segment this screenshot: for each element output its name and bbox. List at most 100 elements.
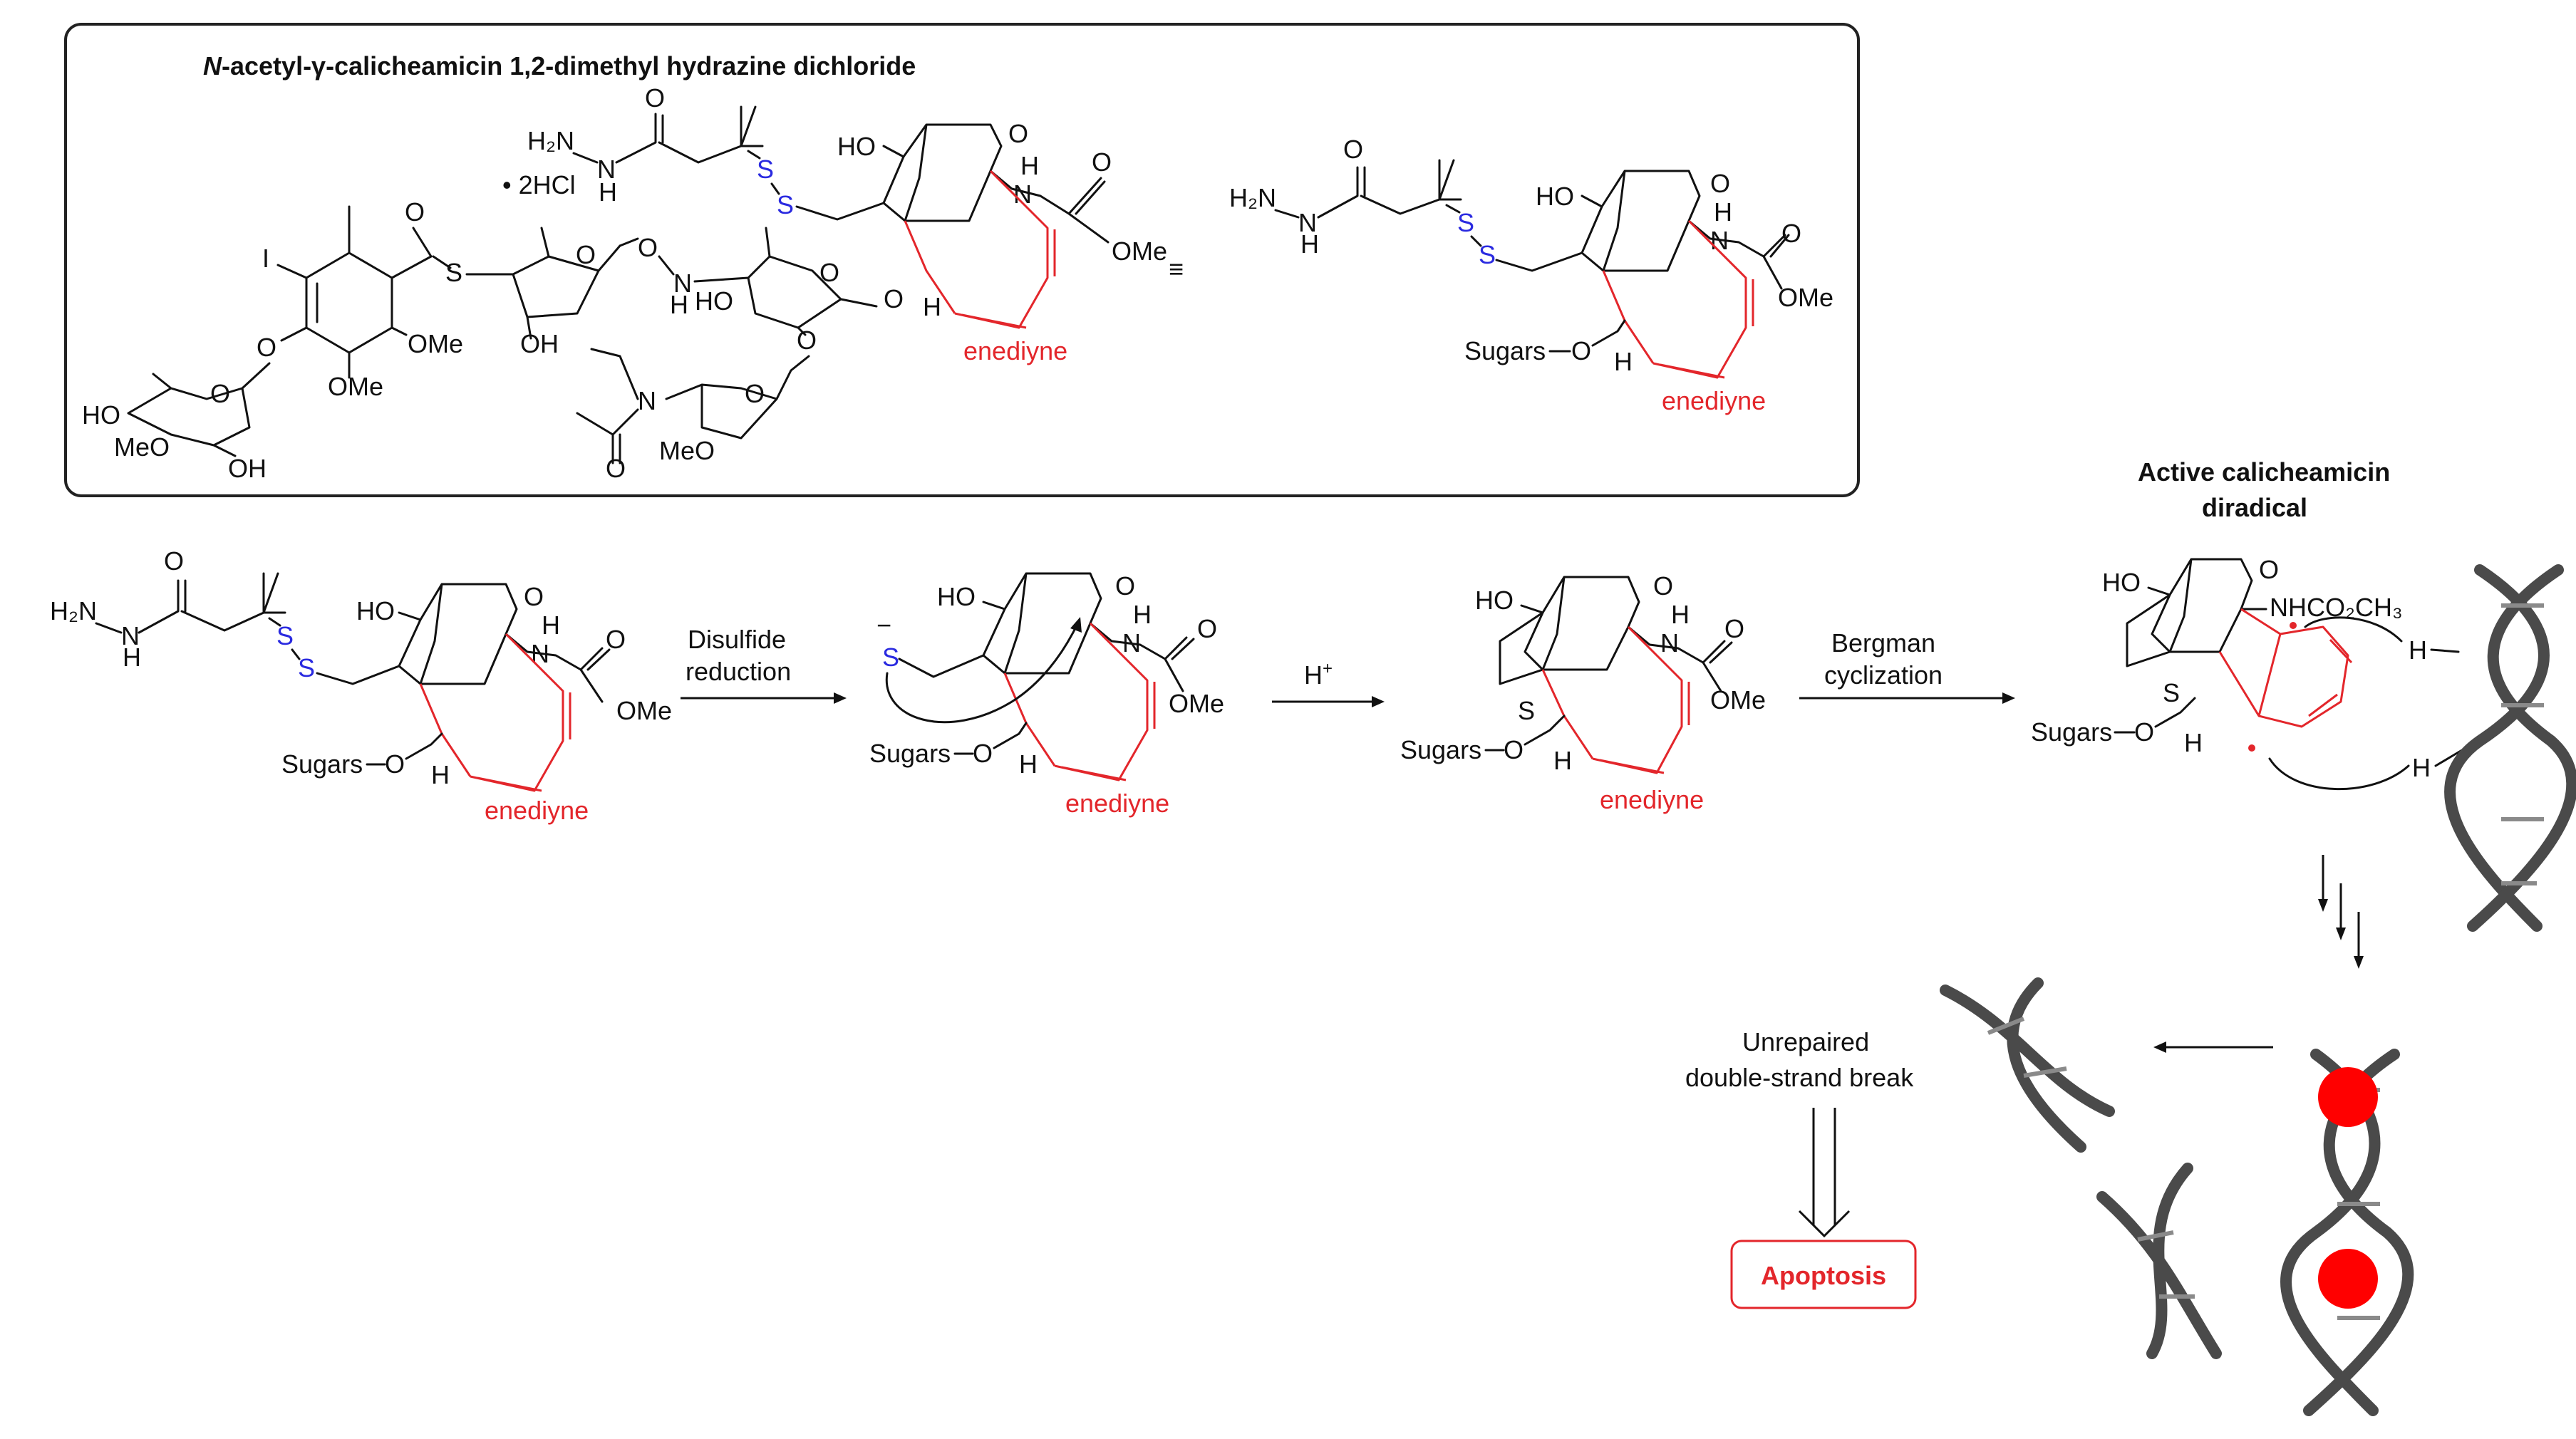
step4-o-link: O [2134,717,2154,747]
right-h2n: H₂N [1229,183,1276,212]
fragment-rung [2023,1066,2067,1078]
step2-h-stereo: H [1019,749,1038,779]
step1-sugars: Sugars [281,749,363,779]
radical-dot-2 [2248,744,2255,752]
sugar-oh: OH [228,454,267,483]
hydrazine-n: N [597,155,616,184]
right-o-carb: O [1781,219,1801,248]
right-h: H [1300,229,1319,259]
thioester-s: S [445,258,462,287]
outcome-block: Unrepaired double-strand break Apoptosis [1685,1027,1917,1309]
aryl-ome-2: OMe [328,372,383,401]
step2-sugars: Sugars [869,739,951,768]
step3-s: S [1518,696,1535,725]
dna-h-1: H [2409,635,2427,665]
core-o-link: O [884,284,904,313]
arrow-to-break [2153,1041,2273,1053]
arrow3-head [2002,692,2015,704]
sugar-d-meo: MeO [659,436,715,465]
right-ome: OMe [1778,283,1833,312]
step1-structure: H₂N N H O S S HO O H N O OMe Sugars O H … [50,546,672,825]
dna-helix-intact [2444,564,2576,932]
dna-helix-damaged [2280,1049,2414,1416]
step3-h-carb: H [1671,600,1690,629]
right-ketone-o: O [1710,169,1730,198]
step2-s: S [882,643,899,672]
dna-strand-b [2467,564,2576,932]
right-enediyne-ring [1602,219,1754,379]
dna-h-bonds [2430,648,2467,767]
break-arrow-head [2153,1041,2166,1053]
step1-h2n: H₂N [50,596,97,625]
right-hydrazide-bonds [1274,159,1462,219]
step4-benzenoid-ring [2218,608,2353,728]
strand-cut-dot-1 [2318,1067,2378,1127]
down-arrow-2-head [2336,928,2346,940]
h-abstraction-arrow-1 [2304,616,2403,643]
fragment-b-strand-1 [2096,1191,2222,1359]
step2-ome: OMe [1169,689,1224,718]
right-h-stereo: H [1614,347,1633,376]
step2-sugar-bonds [953,722,1028,755]
enediyne-label-1: enediyne [963,336,1067,365]
step2-core-bonds [982,572,1195,692]
carbamate-o: O [1092,147,1112,177]
step4-ho: HO [2102,568,2141,597]
dna-h-2: H [2412,753,2431,782]
core-nh-h: H [1020,151,1039,180]
step1-ho: HO [356,596,395,625]
diradical-title-2: diradical [2202,493,2307,522]
multi-step-arrows [2318,855,2364,969]
sugar-b-oh: OH [520,329,559,358]
sugar-c-ring [693,227,878,336]
unrepaired-line2: double-strand break [1685,1063,1914,1092]
double-arrow-head [1798,1210,1851,1238]
down-arrow-1-head [2318,899,2328,912]
dna-strand-a [2444,564,2550,932]
step4-h-stereo: H [2184,728,2203,757]
disulfide-s2: S [777,190,794,219]
step2-o-carb: O [1197,614,1217,643]
fragment-a-strand-2 [2007,977,2086,1153]
step2-minus: − [876,611,891,640]
step3-ome: OMe [1710,685,1766,715]
right-h-carb: H [1714,197,1732,227]
step3-sugars: Sugars [1400,735,1481,764]
right-sugars: Sugars [1464,336,1546,365]
compound-title: N-acetyl-γ-calicheamicin 1,2-dimethyl hy… [203,51,916,80]
right-ho: HO [1536,182,1574,211]
arrow-disulfide-reduction: Disulfide reduction [681,625,847,704]
arrow3-line2: cyclization [1824,660,1943,690]
core-h-stereo: H [923,292,941,321]
sugar-d-ring [576,348,810,464]
equivalence-sign: ≡ [1169,254,1184,284]
step1-o-link: O [385,749,405,779]
aryl-ring [276,205,452,379]
step2-attack-arrow [885,625,1077,724]
right-disulfide-bonds [1445,204,1583,272]
step2-thiolate-bonds [898,654,985,678]
fragment-rung [2137,1230,2174,1242]
fragment-a-strand-1 [1940,985,2115,1117]
right-s2: S [1479,240,1496,269]
hydrazine-h: H [599,177,617,207]
compound-box-border [64,23,1860,497]
hydrazide-bonds [572,105,764,164]
aryl-o: O [257,333,276,362]
sugar-a-ring [127,362,271,457]
calicheamicin-hydrazide-structure: H₂N N H • 2HCl O S S HO O H N O OMe ened… [82,83,1167,483]
step3-core-bonds [1499,576,1733,692]
core-ketone-o: O [1008,119,1028,148]
step4-s: S [2163,678,2180,707]
step3-h-stereo: H [1553,746,1572,775]
disulfide-bonds [747,150,885,221]
n-o-n: N [673,269,692,298]
step3-structure: HO O H N O OMe S Sugars O H enediyne [1400,571,1766,814]
right-o: O [1343,135,1363,164]
hydrazine-h2n: H₂N [527,126,574,155]
arrow2-label: H+ [1304,659,1333,690]
step1-sugar-bonds [366,732,443,766]
step4-sugar-bonds [2114,697,2196,734]
step3-o-link: O [1504,735,1524,764]
arrow-protonation: H+ [1272,659,1385,707]
